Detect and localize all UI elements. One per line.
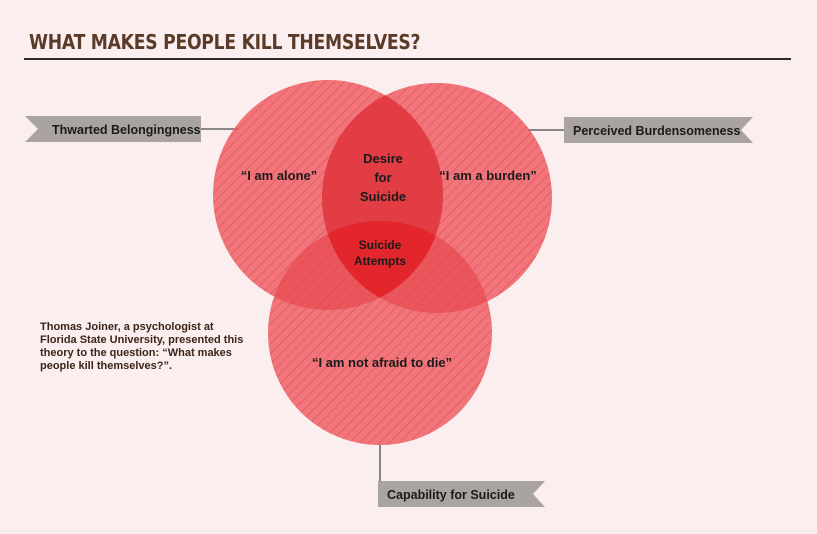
text-desire-line-3: Suicide bbox=[360, 189, 406, 204]
label-thwarted-belongingness: Thwarted Belongingness bbox=[52, 123, 201, 137]
ribbon-perceived-burdensomeness bbox=[564, 117, 753, 143]
text-i-am-not-afraid-to-die: “I am not afraid to die” bbox=[312, 355, 452, 370]
ribbon-capability-for-suicide bbox=[378, 481, 545, 507]
title-divider bbox=[24, 58, 791, 60]
page-title: WHAT MAKES PEOPLE KILL THEMSELVES? bbox=[29, 30, 421, 54]
text-i-am-a-burden: “I am a burden” bbox=[439, 168, 537, 183]
label-perceived-burdensomeness: Perceived Burdensomeness bbox=[573, 124, 740, 138]
text-attempts-line-2: Attempts bbox=[354, 254, 406, 268]
text-attempts-line-1: Suicide bbox=[359, 238, 402, 252]
text-desire-line-1: Desire bbox=[363, 151, 403, 166]
text-i-am-alone: “I am alone” bbox=[241, 168, 318, 183]
label-capability-for-suicide: Capability for Suicide bbox=[387, 488, 515, 502]
caption-text: Thomas Joiner, a psychologist at Florida… bbox=[40, 321, 244, 372]
text-desire-line-2: for bbox=[374, 170, 391, 185]
ribbon-thwarted-belongingness bbox=[25, 116, 201, 142]
